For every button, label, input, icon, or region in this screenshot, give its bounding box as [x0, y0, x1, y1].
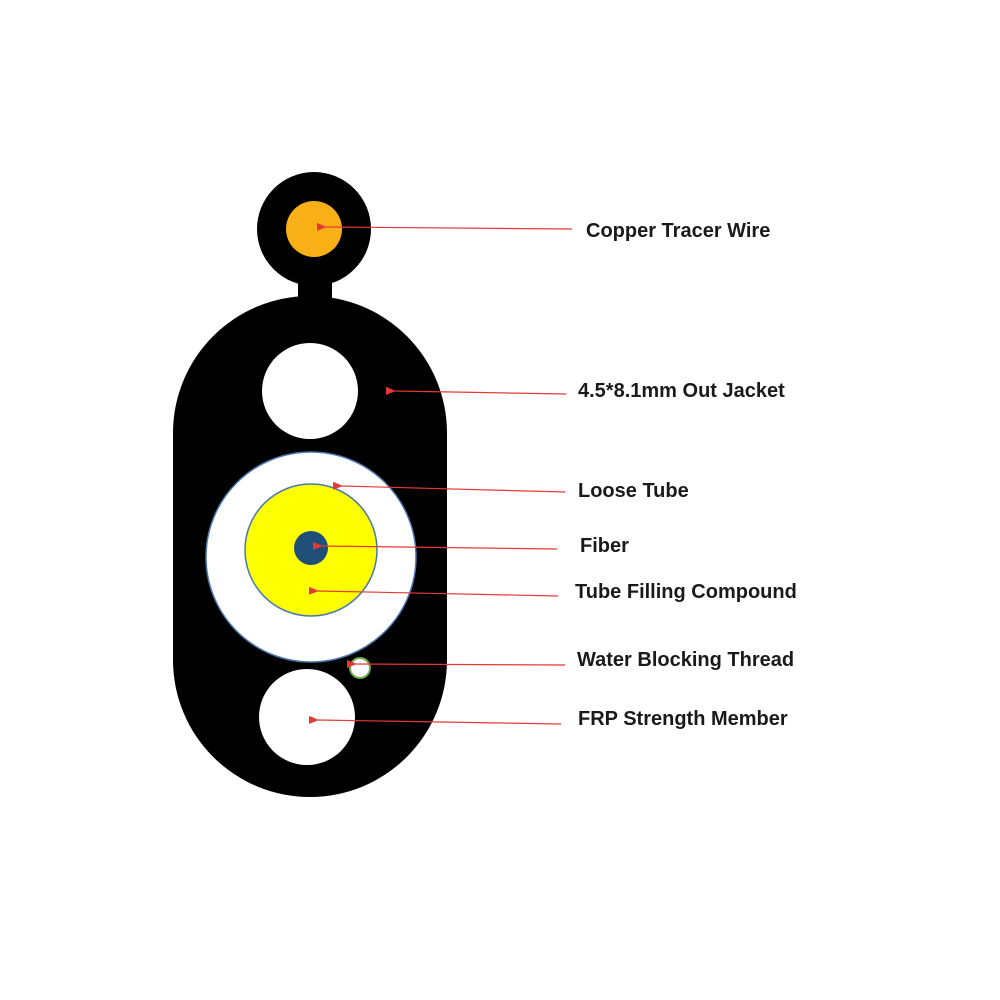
label-out-jacket: 4.5*8.1mm Out Jacket [578, 380, 785, 402]
leader-copper [316, 222, 573, 231]
leader-jacket [385, 386, 567, 395]
frp-strength-member [259, 669, 355, 765]
leader-fiber [312, 541, 558, 550]
label-loose-tube: Loose Tube [578, 480, 689, 502]
top-strength-member [262, 343, 358, 439]
label-tube-filling-compound: Tube Filling Compound [575, 581, 797, 603]
leader-water-thread [346, 659, 566, 668]
leader-loose-tube [332, 481, 566, 493]
leader-filling [308, 586, 559, 597]
copper-tracer-wire [286, 201, 342, 257]
label-copper-tracer-wire: Copper Tracer Wire [586, 220, 771, 242]
water-blocking-thread [349, 657, 371, 679]
fiber-core [294, 531, 328, 565]
label-fiber: Fiber [580, 535, 629, 557]
label-frp-strength-member: FRP Strength Member [578, 708, 788, 730]
label-water-blocking-thread: Water Blocking Thread [577, 649, 795, 671]
leader-frp [308, 715, 562, 725]
